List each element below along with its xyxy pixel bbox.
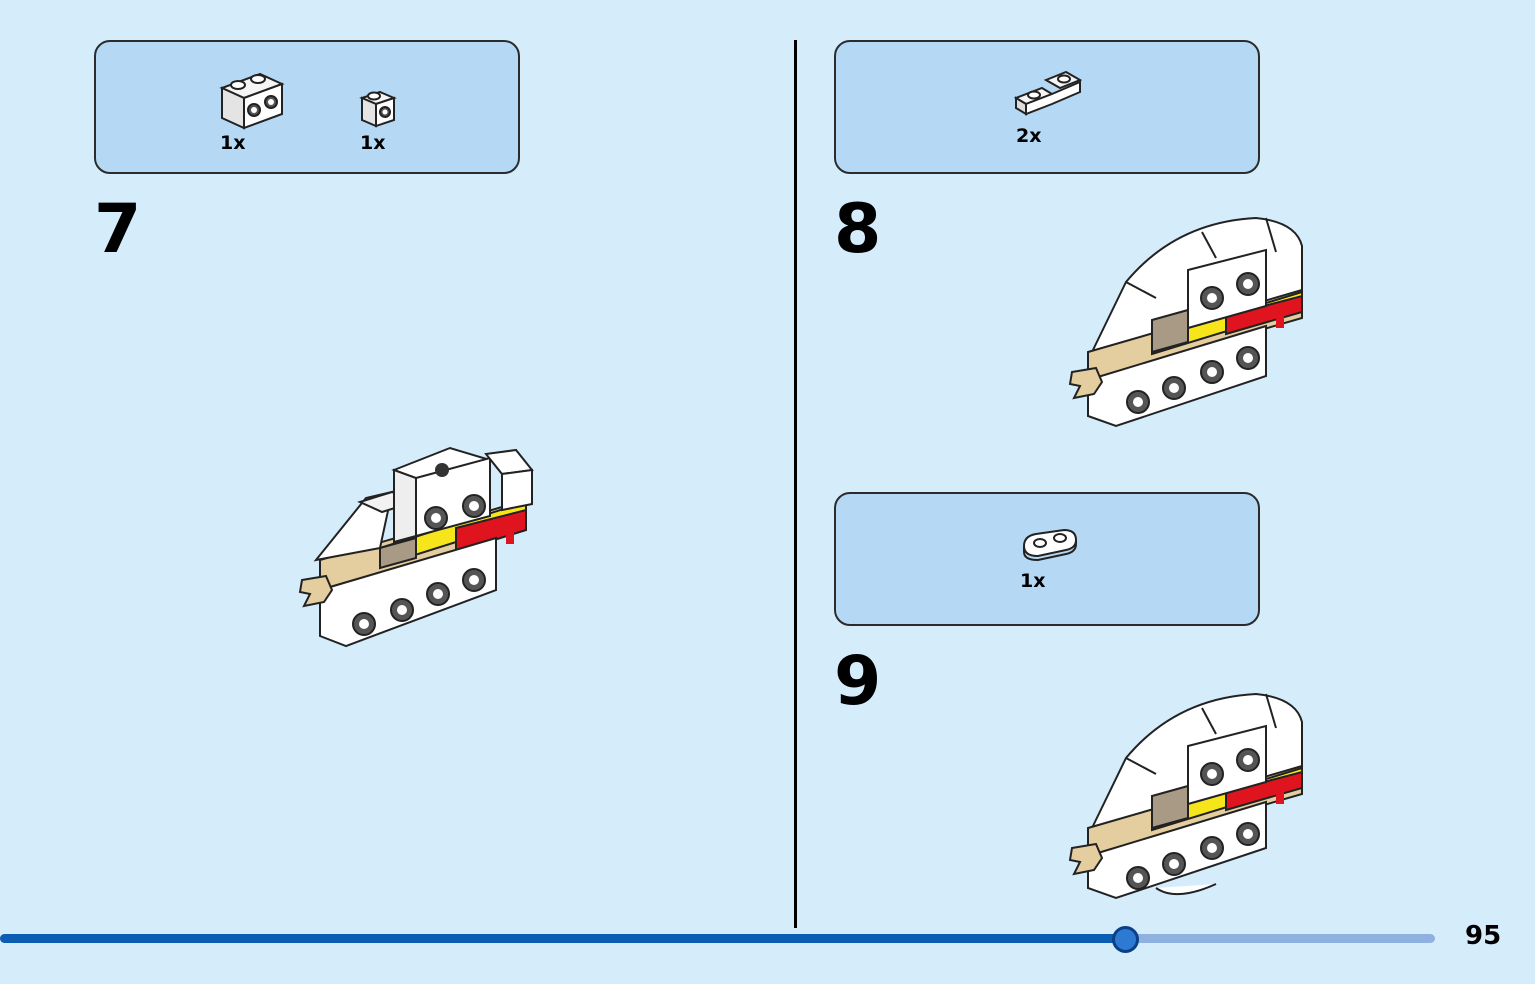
model-step-7	[296, 440, 536, 650]
step-number-7: 7	[94, 190, 142, 269]
model-step-8	[1066, 212, 1310, 432]
part-qty: 1x	[360, 132, 386, 154]
brick-1x1-stud-side-icon	[358, 86, 398, 130]
page-divider	[794, 40, 797, 928]
slope-inverted-1x2-icon	[1012, 68, 1082, 124]
part-qty: 2x	[1016, 125, 1042, 147]
plate-1x2-rounded-icon	[1018, 526, 1078, 566]
progress-track[interactable]	[0, 926, 1435, 953]
part-qty: 1x	[220, 132, 246, 154]
progress-fill	[0, 934, 1124, 943]
progress-knob[interactable]	[1112, 926, 1139, 953]
model-step-9	[1066, 688, 1310, 902]
page-number: 95	[1465, 921, 1502, 951]
parts-box-step-8: 2x	[834, 40, 1260, 174]
parts-box-step-9: 1x	[834, 492, 1260, 626]
brick-1x2-studs-side-icon	[216, 62, 288, 132]
step-number-8: 8	[834, 190, 882, 269]
parts-box-step-7: 1x 1x	[94, 40, 520, 174]
step-number-9: 9	[834, 642, 882, 721]
part-qty: 1x	[1020, 570, 1046, 592]
